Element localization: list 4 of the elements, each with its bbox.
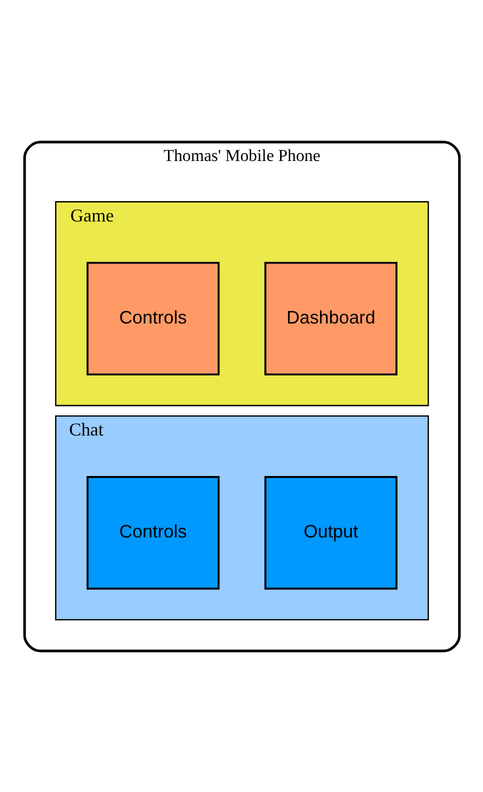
node-box: Controls bbox=[86, 261, 220, 375]
node-box: Output bbox=[264, 476, 397, 590]
node-box: Controls bbox=[86, 476, 220, 590]
node-box: Dashboard bbox=[264, 261, 397, 375]
